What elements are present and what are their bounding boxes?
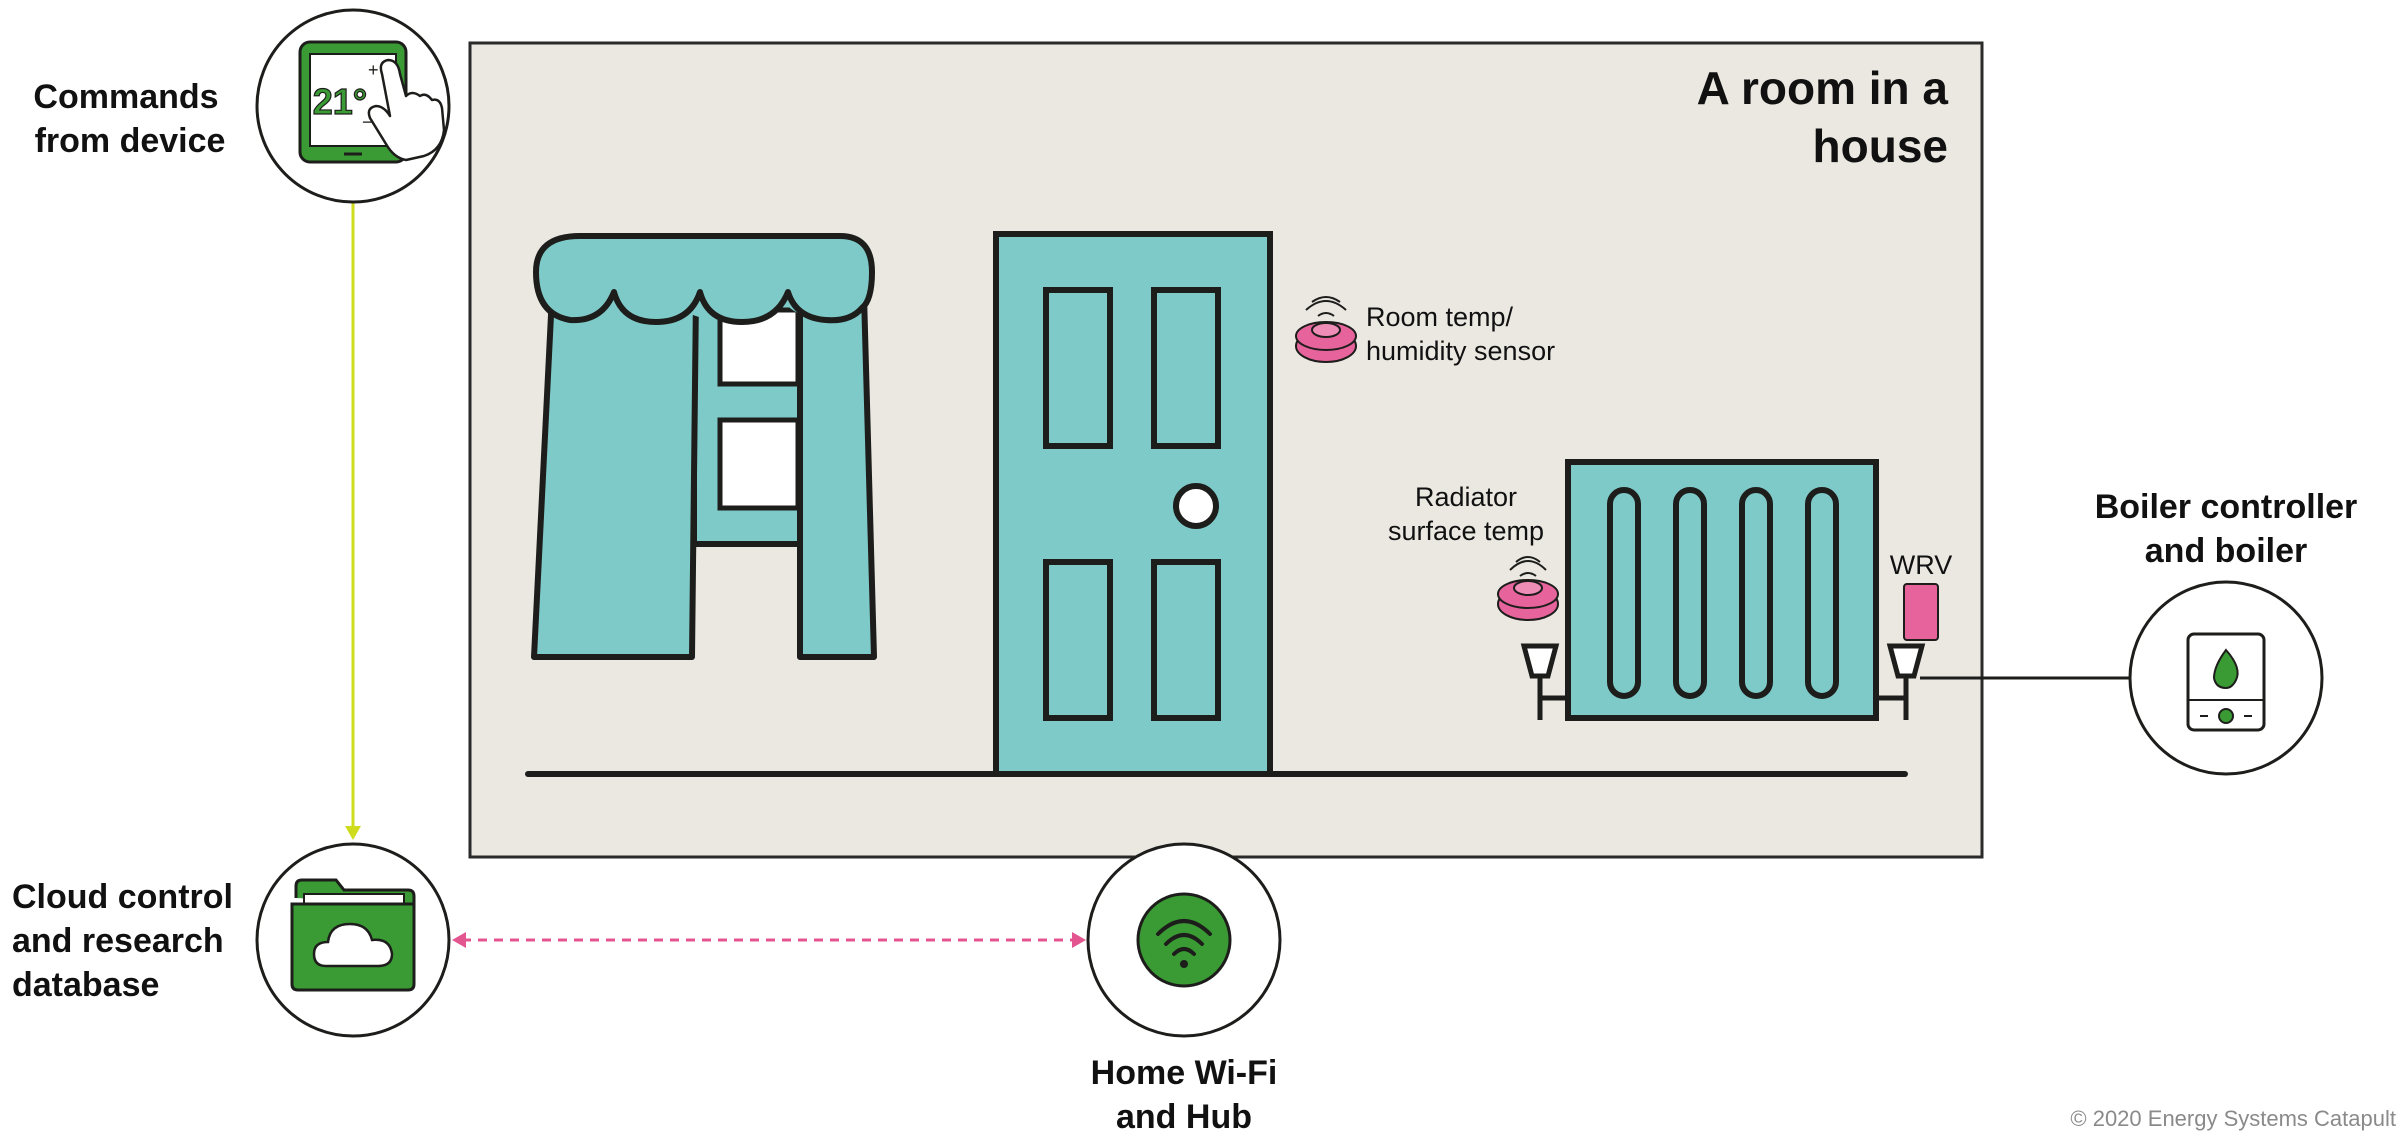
- boiler-label-line1: Boiler controller: [2095, 488, 2358, 526]
- cloud-hub-arrowhead-right: [1072, 932, 1086, 948]
- door-knob: [1176, 486, 1216, 526]
- wrv-device-icon: [1904, 584, 1938, 640]
- device-plus: +: [368, 60, 379, 80]
- radiator: [1524, 462, 1922, 720]
- wifi-icon: [1138, 894, 1230, 986]
- cloud-hub-arrowhead-left: [452, 932, 466, 948]
- room-sensor-label-line2: humidity sensor: [1366, 336, 1555, 366]
- hub-label-line1: Home Wi-Fi: [1091, 1054, 1278, 1092]
- cloud-folder-icon: [292, 880, 414, 990]
- wrv-label: WRV: [1890, 550, 1953, 580]
- hub-label-line2: and Hub: [1116, 1098, 1252, 1132]
- door: [996, 234, 1270, 774]
- cloud-label-line2: and research: [12, 922, 224, 960]
- device-label-line1: Commands: [33, 78, 218, 116]
- device-to-cloud-arrowhead: [345, 826, 361, 840]
- cloud-label-line1: Cloud control: [12, 878, 233, 916]
- copyright-text: © 2020 Energy Systems Catapult: [2070, 1106, 2396, 1131]
- radiator-sensor-label-line2: surface temp: [1388, 516, 1544, 546]
- device-label-line2: from device: [35, 122, 226, 160]
- radiator-sensor-label-line1: Radiator: [1415, 482, 1517, 512]
- room-title-line1: A room in a: [1697, 62, 1949, 114]
- boiler-icon: [2188, 634, 2264, 730]
- room-sensor-label-line1: Room temp/: [1366, 302, 1514, 332]
- cloud-label-line3: database: [12, 966, 159, 1004]
- room-title-line2: house: [1813, 120, 1948, 172]
- boiler-label-line2: and boiler: [2145, 532, 2307, 570]
- device-screen-value: 21°: [313, 81, 367, 122]
